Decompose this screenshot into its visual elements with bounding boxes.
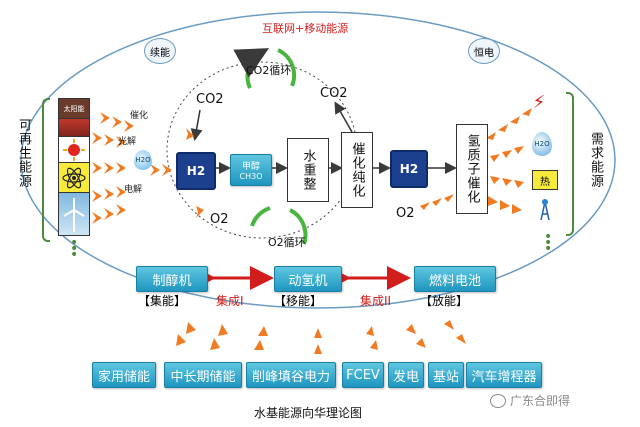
heat-label: 热 (540, 176, 550, 188)
catalysis-label: 催化 (130, 111, 149, 121)
app-power-generation: 发电 (388, 362, 424, 388)
app-label: 基站 (432, 369, 459, 385)
water-drop-label: H2O (135, 156, 151, 164)
o2-cycle-label: O2循环 (268, 236, 306, 249)
co2-cycle-arrow-left (233, 48, 270, 89)
source-panel-solar-strip: 太阳能 (58, 98, 90, 120)
app-label: 中长期储能 (170, 369, 236, 385)
wechat-icon (490, 393, 506, 408)
watermark-text: 广东合即得 (510, 394, 571, 408)
hydrogen-engine-sub: 【移能】 (274, 294, 323, 308)
o2-cycle-arrow-left (250, 206, 271, 227)
fuel-cell-label: 燃料电池 (428, 273, 481, 289)
app-mid-long-storage: 中长期储能 (164, 362, 242, 388)
reform-to-co2-arrow (334, 101, 353, 133)
h2-label-left: H2 (186, 164, 206, 178)
app-label: FCEV (346, 367, 380, 383)
photolysis-label: 光解 (118, 137, 137, 147)
outer-ellipse (20, 11, 616, 309)
right-node-label: 恒电 (474, 47, 494, 59)
methanol-formula: CH3O (239, 172, 263, 181)
hydrogen-engine-label: 动氢机 (288, 273, 328, 289)
top-label: 互联网+移动能源 (262, 22, 349, 35)
co2-to-h2-arrow (190, 109, 203, 141)
left-chevrons (92, 112, 204, 224)
left-node-label: 续能 (150, 47, 170, 59)
o2-right-label: O2 (396, 206, 415, 221)
solar-strip-label: 太阳能 (63, 105, 85, 113)
atom-icon (58, 162, 90, 194)
h2-box-right: H2 (390, 150, 428, 188)
reform-box: 水重整 (287, 138, 329, 202)
proton-catalysis-box: 氢质子催化 (456, 124, 488, 214)
right-dots: ••• (544, 229, 553, 257)
lightning-icon: ⚡ (532, 92, 546, 113)
hydrogen-engine-box: 动氢机 (274, 266, 342, 292)
methanol-box: 甲醇 CH3O (230, 154, 272, 186)
watermark: 广东合即得 (490, 392, 570, 409)
electrolysis-label: 电解 (124, 185, 143, 195)
fuel-cell-box: 燃料电池 (414, 266, 496, 292)
methanol-machine-sub: 【集能】 (138, 294, 187, 308)
proton-label: 氢质子催化 (464, 134, 480, 204)
wind-turbine-icon (58, 192, 90, 236)
renewable-energy-label: 可再生能源 (16, 118, 31, 188)
diagram-caption: 水基能源向华理论图 (254, 406, 363, 420)
purify-box: 催化纯化 (341, 132, 373, 208)
reform-label: 水重整 (300, 149, 316, 191)
methanol-label: 甲醇 (241, 162, 260, 172)
h2-label-right: H2 (399, 162, 419, 176)
left-bracket (42, 98, 50, 242)
app-label: 发电 (392, 369, 419, 385)
right-bracket (566, 92, 574, 236)
water-output-icon: H2O (532, 132, 552, 156)
integration-right-label: 集成II (360, 294, 392, 308)
water-drop-icon: H2O (134, 150, 152, 170)
fuel-cell-sub: 【放能】 (420, 294, 469, 308)
app-label: 汽车增程器 (471, 369, 537, 385)
methanol-machine-label: 制醇机 (152, 273, 192, 289)
sun-icon (58, 136, 90, 164)
purify-label: 催化纯化 (349, 142, 365, 198)
app-range-extender: 汽车增程器 (466, 362, 542, 388)
water-output-label: H2O (534, 140, 550, 148)
co2-cycle-arrow-right (277, 48, 297, 87)
signal-tower-icon (538, 198, 552, 221)
app-fcev: FCEV (342, 362, 384, 388)
right-node: 恒电 (468, 38, 500, 64)
right-chevrons (420, 108, 532, 214)
app-peak-shaving: 削峰填谷电力 (246, 362, 336, 388)
source-panel-panel (58, 118, 90, 138)
heat-icon: 热 (532, 170, 558, 190)
co2-left-label: CO2 (196, 92, 224, 107)
app-label: 家用储能 (97, 369, 150, 385)
methanol-machine-box: 制醇机 (136, 266, 208, 292)
demand-energy-label: 需求能源 (588, 132, 603, 188)
left-node: 续能 (144, 38, 176, 64)
o2-left-label: O2 (210, 212, 229, 227)
app-label: 削峰填谷电力 (251, 369, 330, 385)
o2-cycle-arrow-right (289, 208, 308, 245)
h2-box-left: H2 (176, 152, 216, 190)
left-dots: ••• (70, 235, 79, 263)
app-home-storage: 家用储能 (92, 362, 156, 388)
app-base-station: 基站 (428, 362, 464, 388)
bottom-chevrons (176, 320, 466, 354)
integration-left-label: 集成I (216, 294, 244, 308)
co2-cycle-label: CO2循环 (246, 64, 292, 77)
co2-right-label: CO2 (320, 86, 348, 101)
